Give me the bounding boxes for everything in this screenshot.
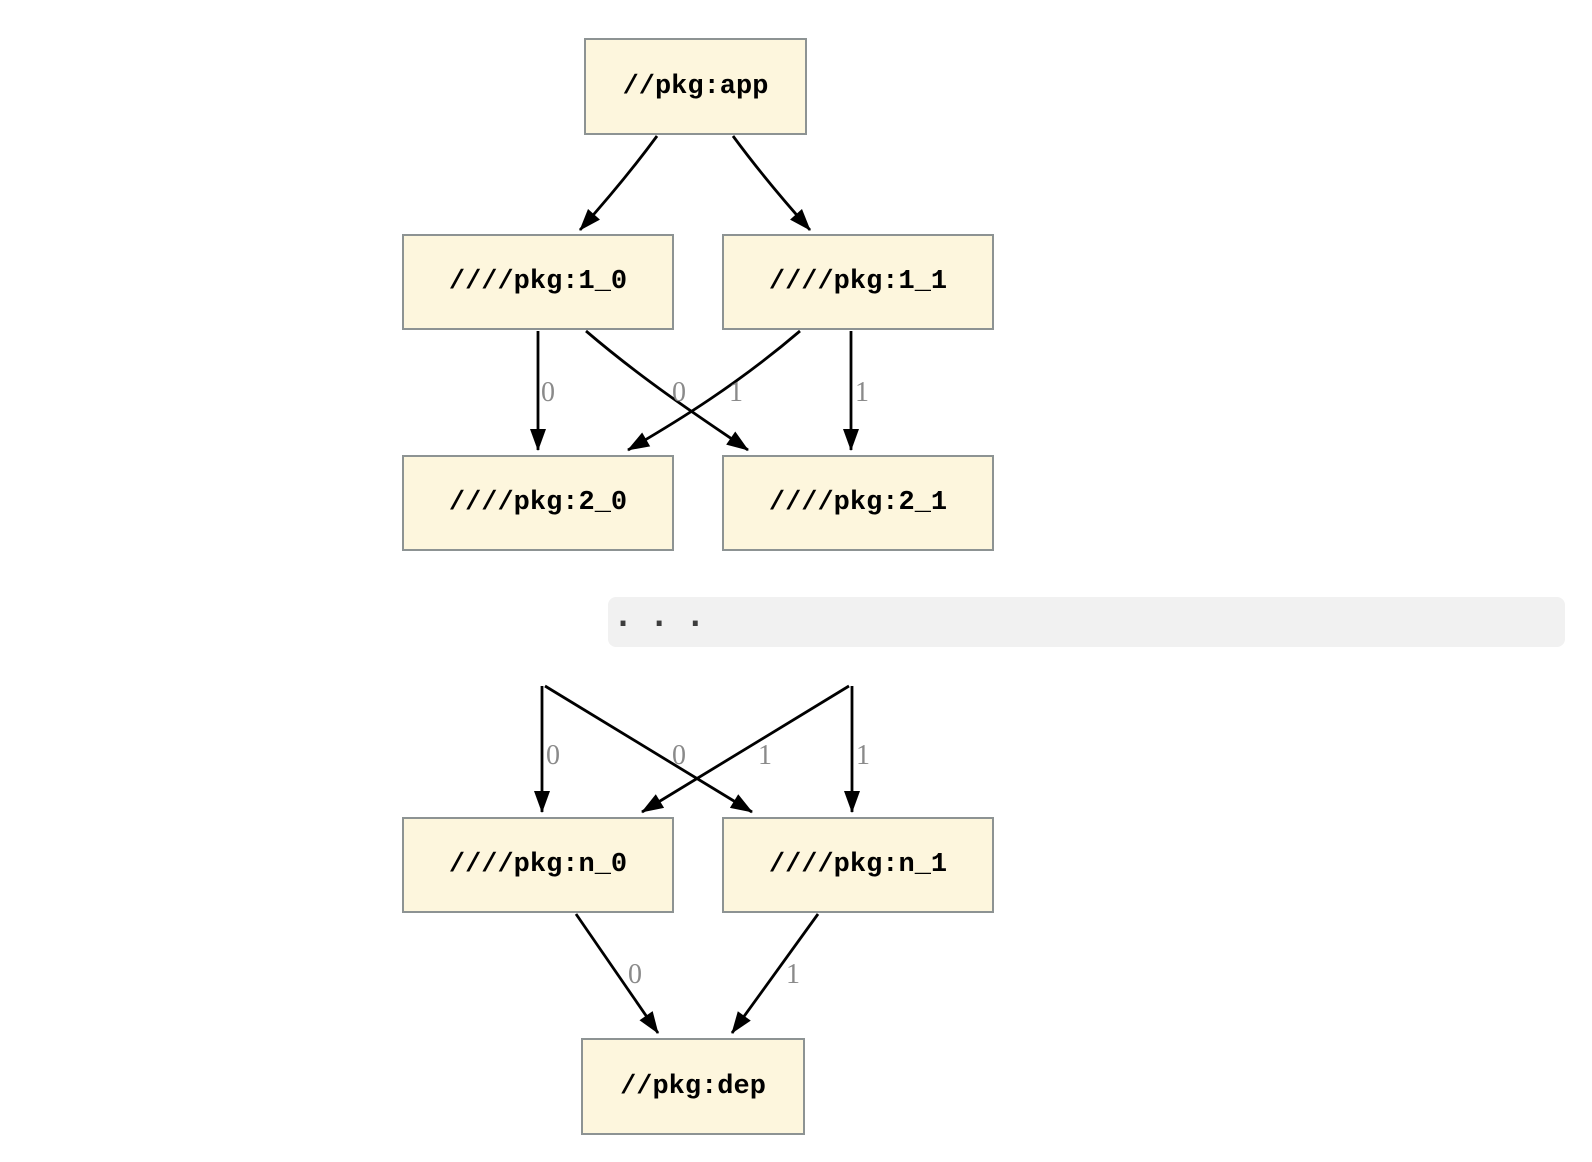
node-label: ////pkg:1_1 (768, 267, 948, 297)
ellipsis-text: . . . (614, 599, 705, 634)
edge-label-prev-n_0-cross: 0 (672, 740, 686, 771)
edge-label-prev-n_1-straight: 1 (856, 740, 870, 771)
node-pkg-n_0: ////pkg:n_0 (402, 817, 674, 913)
edge-1_1-to-2_0 (627, 329, 801, 452)
edge-label-prev-n_1-cross: 1 (758, 740, 772, 771)
edge-label-1_0-2_1: 1 (729, 377, 743, 408)
node-pkg-n_1: ////pkg:n_1 (722, 817, 994, 913)
edge-label-n_0-dep: 0 (628, 959, 642, 990)
node-label: ////pkg:2_1 (768, 488, 948, 518)
node-pkg-1_1: ////pkg:1_1 (722, 234, 994, 330)
edge-label-1_1-2_0: 0 (672, 377, 686, 408)
node-label: ////pkg:n_0 (448, 850, 628, 880)
edge-app-to-1_0 (578, 135, 659, 231)
edge-n_1-to-dep (730, 913, 820, 1034)
node-label: ////pkg:1_0 (448, 267, 628, 297)
edge-label-prev-n_0-straight: 0 (546, 740, 560, 771)
edge-label-1_1-2_1: 1 (855, 377, 869, 408)
node-label: ////pkg:n_1 (768, 850, 948, 880)
edge-label-1_0-2_0: 0 (541, 377, 555, 408)
edge-n_0-to-dep (574, 913, 660, 1034)
node-label: ////pkg:2_0 (448, 488, 628, 518)
edge-label-n_1-dep: 1 (786, 959, 800, 990)
node-label: //pkg:dep (620, 1071, 766, 1102)
edge-1_0-to-2_1 (585, 329, 749, 452)
node-pkg-2_0: ////pkg:2_0 (402, 455, 674, 551)
collapsed-levels-band: . . . (608, 597, 1565, 647)
node-pkg-dep: //pkg:dep (581, 1038, 805, 1135)
node-pkg-app: //pkg:app (584, 38, 807, 135)
edge-prev-to-n_1-cross (544, 684, 753, 814)
edge-prev-to-n_0-cross (641, 684, 850, 814)
node-pkg-1_0: ////pkg:1_0 (402, 234, 674, 330)
edge-app-to-1_1 (731, 135, 812, 231)
node-pkg-2_1: ////pkg:2_1 (722, 455, 994, 551)
node-label: //pkg:app (622, 71, 769, 102)
